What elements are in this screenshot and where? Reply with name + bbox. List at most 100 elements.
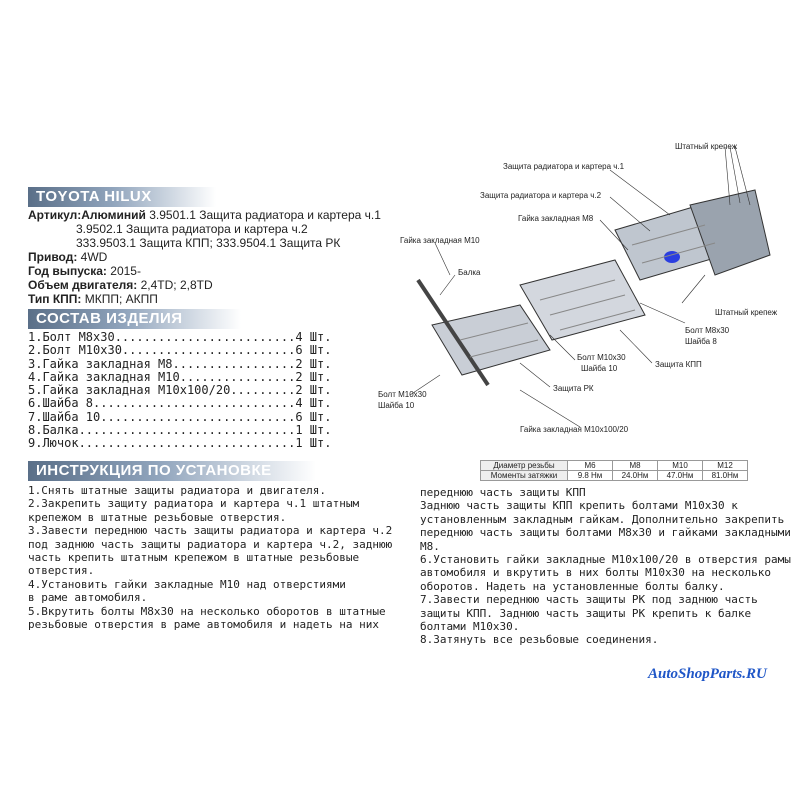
table-cell: М8 [612,460,658,471]
label-gearbox-guard: Защита КПП [655,360,702,369]
label-rad-guard-1: Защита радиатора и картера ч.1 [503,162,625,171]
list-item: 6.Шайба 8............................4 Ш… [28,396,332,411]
list-item: 8.Балка..............................1 Ш… [28,423,332,438]
part-name: 8.Балка.............................. [28,423,296,438]
part-name: 9.Лючок.............................. [28,436,296,451]
instruction-step: 3.Завести переднюю часть защиты радиатор… [28,524,393,578]
spec-engine: Объем двигателя: 2,4TD; 2,8TD [28,278,448,292]
spec-block: Артикул:Алюминий 3.9501.1 Защита радиато… [28,208,448,306]
rad-guard-1-plate [689,189,771,276]
part-name: 6.Шайба 8............................ [28,396,296,411]
table-cell: М6 [567,460,613,471]
beam-bar [416,278,490,387]
drive-label: Привод: [28,250,78,264]
instruction-step: 4.Установить гайки закладные М10 над отв… [28,577,346,605]
part-qty: 2 Шт. [295,369,332,384]
label-nut-m10: Гайка закладная М10 [400,236,480,245]
parts-list: 1.Болт М8х30.........................4 Ш… [28,330,332,451]
label-nut-m8: Гайка закладная М8 [518,214,594,223]
instruction-step: 5.Вкрутить болты М8х30 на несколько обор… [28,604,386,632]
label-washer-10-mid: Шайба 10 [581,364,618,373]
year-label: Год выпуска: [28,264,107,278]
leader-lines [409,146,751,428]
article-line-2: 3.9502.1 Защита радиатора и картера ч.2 [76,222,308,236]
part-qty: 2 Шт. [295,356,332,371]
parts-header: СОСТАВ ИЗДЕЛИЯ [28,309,241,329]
article-material: Алюминий [81,208,146,222]
instruction-step: 2.Закрепить защиту радиатора и картера ч… [28,497,360,524]
instruction-step: 1.Снять штатные защиты радиатора и двига… [28,484,327,497]
part-qty: 2 Шт. [295,383,332,398]
label-washer-8: Шайба 8 [685,337,717,346]
table-cell: 47.0Нм [657,470,703,481]
brand-text: AutoShopParts.RU [648,666,767,682]
label-bolt-m10-mid: Болт М10х30 [577,353,626,362]
ribs [459,224,716,358]
instruction-step: переднюю часть защиты КПП Заднюю часть з… [420,486,791,553]
table-row: Моменты затяжки 9.8 Нм 24.0Нм 47.0Нм 81.… [480,470,748,481]
part-name: 7.Шайба 10........................... [28,409,296,424]
part-qty: 1 Шт. [295,423,332,438]
list-item: 7.Шайба 10...........................6 Ш… [28,409,332,424]
part-qty: 6 Шт. [295,409,332,424]
gearbox-value: МКПП; АКПП [81,292,158,306]
label-beam: Балка [458,268,481,277]
table-cell: 9.8 Нм [567,470,613,481]
label-washer-10-left: Шайба 10 [378,401,415,410]
list-item: 5.Гайка закладная М10х100/20.........2 Ш… [28,383,332,398]
table-cell: М10 [657,460,703,471]
part-name: 2.Болт М10х30........................ [28,343,296,358]
instructions-left: 1.Снять штатные защиты радиатора и двига… [28,484,418,631]
list-item: 9.Лючок..............................1 Ш… [28,436,332,451]
part-name: 3.Гайка закладная М8................. [28,356,296,371]
instruction-step: 8.Затянуть все резьбовые соединения. [420,633,659,647]
table-cell: 81.0Нм [702,470,748,481]
spec-year: Год выпуска: 2015- [28,264,448,278]
list-item: 4.Гайка закладная М10................2 Ш… [28,369,332,384]
gearbox-guard-plate [519,259,646,341]
label-bolt-m8: Болт М8х30 [685,326,730,335]
instruction-step: 6.Установить гайки закладные М10х100/20 … [420,553,791,593]
spec-article: Артикул:Алюминий 3.9501.1 Защита радиато… [28,208,448,222]
article-line-1: 3.9501.1 Защита радиатора и картера ч.1 [145,208,381,222]
instructions-right: переднюю часть защиты КПП Заднюю часть з… [420,486,798,647]
table-cell: 24.0Нм [612,470,658,481]
label-transfer-guard: Защита РК [553,384,594,393]
label-stock-fastener-side: Штатный крепеж [715,308,778,317]
drive-value: 4WD [77,250,108,264]
article-label: Артикул: [28,208,82,222]
transfer-guard-plate [431,304,551,376]
title-bar: TOYOTA HILUX [28,187,216,207]
label-stock-fastener-top: Штатный крепеж [675,142,738,151]
table-cell: М12 [702,460,748,471]
instructions-header: ИНСТРУКЦИЯ ПО УСТАНОВКЕ [28,461,316,481]
part-name: 5.Гайка закладная М10х100/20......... [28,383,296,398]
part-qty: 6 Шт. [295,343,332,358]
gearbox-label: Тип КПП: [28,292,82,306]
list-item: 2.Болт М10х30........................6 Ш… [28,343,332,358]
list-item: 1.Болт М8х30.........................4 Ш… [28,330,332,344]
list-item: 3.Гайка закладная М8.................2 Ш… [28,356,332,371]
part-qty: 4 Шт. [295,396,332,411]
torque-table: Диаметр резьбы М6 М8 М10 М12 Моменты зат… [480,460,748,481]
year-value: 2015- [106,264,141,278]
table-cell: Моменты затяжки [480,470,568,481]
guard-plates [416,189,771,387]
label-nut-m10-100: Гайка закладная М10х100/20 [520,425,629,434]
instructions-header-text: ИНСТРУКЦИЯ ПО УСТАНОВКЕ [36,462,272,479]
instruction-step: 7.Завести переднюю часть защиты РК под з… [420,593,758,634]
label-bolt-m10-left: Болт М10х30 [378,390,427,399]
vehicle-title: TOYOTA HILUX [36,188,152,205]
part-name: 4.Гайка закладная М10................ [28,369,296,384]
spec-gearbox: Тип КПП: МКПП; АКПП [28,292,448,306]
table-cell: Диаметр резьбы [480,460,568,471]
table-row: Диаметр резьбы М6 М8 М10 М12 [480,460,748,471]
brand-logo: AutoShopParts.RU [648,666,767,683]
label-rad-guard-2: Защита радиатора и картера ч.2 [480,191,602,200]
part-qty: 4 Шт. [295,330,332,344]
part-name: 1.Болт М8х30......................... [28,330,296,344]
article-line-3: 333.9503.1 Защита КПП; 333.9504.1 Защита… [76,236,341,250]
parts-header-text: СОСТАВ ИЗДЕЛИЯ [36,310,183,327]
part-qty: 1 Шт. [295,436,332,451]
spec-drive: Привод: 4WD [28,250,448,264]
